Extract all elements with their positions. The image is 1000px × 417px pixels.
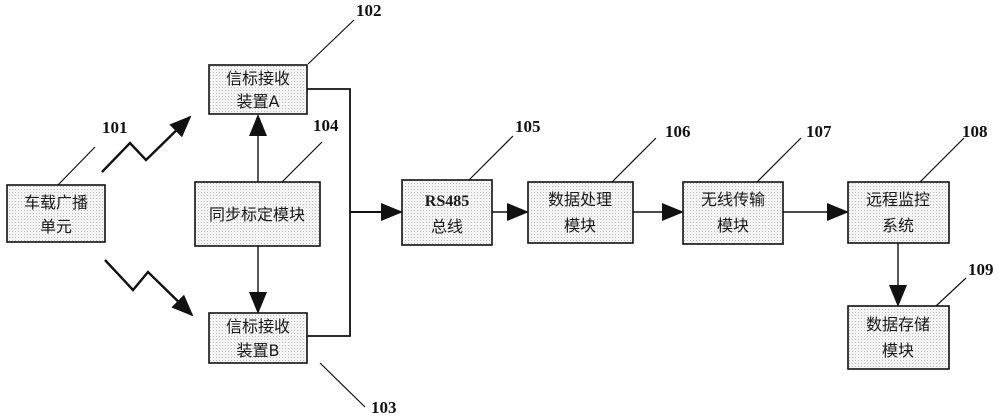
leader-104 (281, 141, 323, 183)
node-label-line: 数据存储 (866, 315, 930, 334)
node-label-line: 装置B (237, 341, 280, 360)
node-label-line: 数据处理 (548, 190, 612, 209)
ref-102: 102 (356, 1, 382, 20)
node-label-line: 远程监控 (866, 190, 930, 209)
ref-104: 104 (313, 116, 339, 135)
node-rs485-bus: RS485 总线 (401, 179, 493, 246)
node-label-line: 同步标定模块 (209, 205, 305, 224)
node-wireless-transmission-module: 无线传输 模块 (682, 181, 784, 245)
leader-107 (756, 137, 802, 183)
node-label-line: 信标接收 (226, 317, 290, 336)
leader-101 (57, 146, 96, 186)
wireless-link-to-102 (101, 115, 192, 173)
node-data-storage-module: 数据存储 模块 (847, 305, 950, 370)
node-data-processing-module: 数据处理 模块 (527, 181, 634, 244)
node-label-line: RS485 (425, 193, 469, 210)
node-label-line: 模块 (882, 341, 914, 360)
node-label-line: 装置A (237, 92, 280, 111)
wireless-link-to-103 (104, 259, 194, 317)
ref-103: 103 (371, 398, 397, 417)
node-beacon-receiver-b: 信标接收 装置B (208, 312, 308, 364)
ref-105: 105 (515, 117, 541, 136)
connectors (101, 88, 907, 337)
node-vehicle-broadcast-unit: 车载广播 单元 (6, 184, 106, 243)
node-label-line: 总线 (431, 217, 463, 236)
leader-109 (935, 277, 967, 307)
node-remote-monitoring-system: 远程监控 系统 (847, 181, 950, 244)
ref-101: 101 (102, 118, 128, 137)
node-label-line: 模块 (564, 216, 596, 235)
node-beacon-receiver-a: 信标接收 装置A (208, 64, 308, 115)
node-label-line: 无线传输 (701, 190, 765, 209)
leader-103 (319, 362, 366, 408)
node-label-line: 车载广播 (24, 193, 88, 212)
leader-105 (468, 135, 514, 181)
leader-102 (307, 19, 355, 65)
reference-numerals: 101 102 103 104 105 106 107 108 109 (102, 1, 994, 417)
ref-109: 109 (968, 260, 994, 279)
ref-108: 108 (962, 122, 988, 141)
leader-108 (919, 137, 965, 183)
node-label-line: 信标接收 (226, 69, 290, 88)
node-label-line: 模块 (717, 216, 749, 235)
node-label-line: 系统 (882, 216, 914, 235)
node-sync-calibration-module: 同步标定模块 (194, 181, 321, 247)
ref-106: 106 (665, 122, 691, 141)
ref-107: 107 (806, 122, 832, 141)
leader-106 (611, 137, 657, 183)
node-label-line: 单元 (40, 217, 72, 236)
leader-lines (57, 19, 967, 408)
